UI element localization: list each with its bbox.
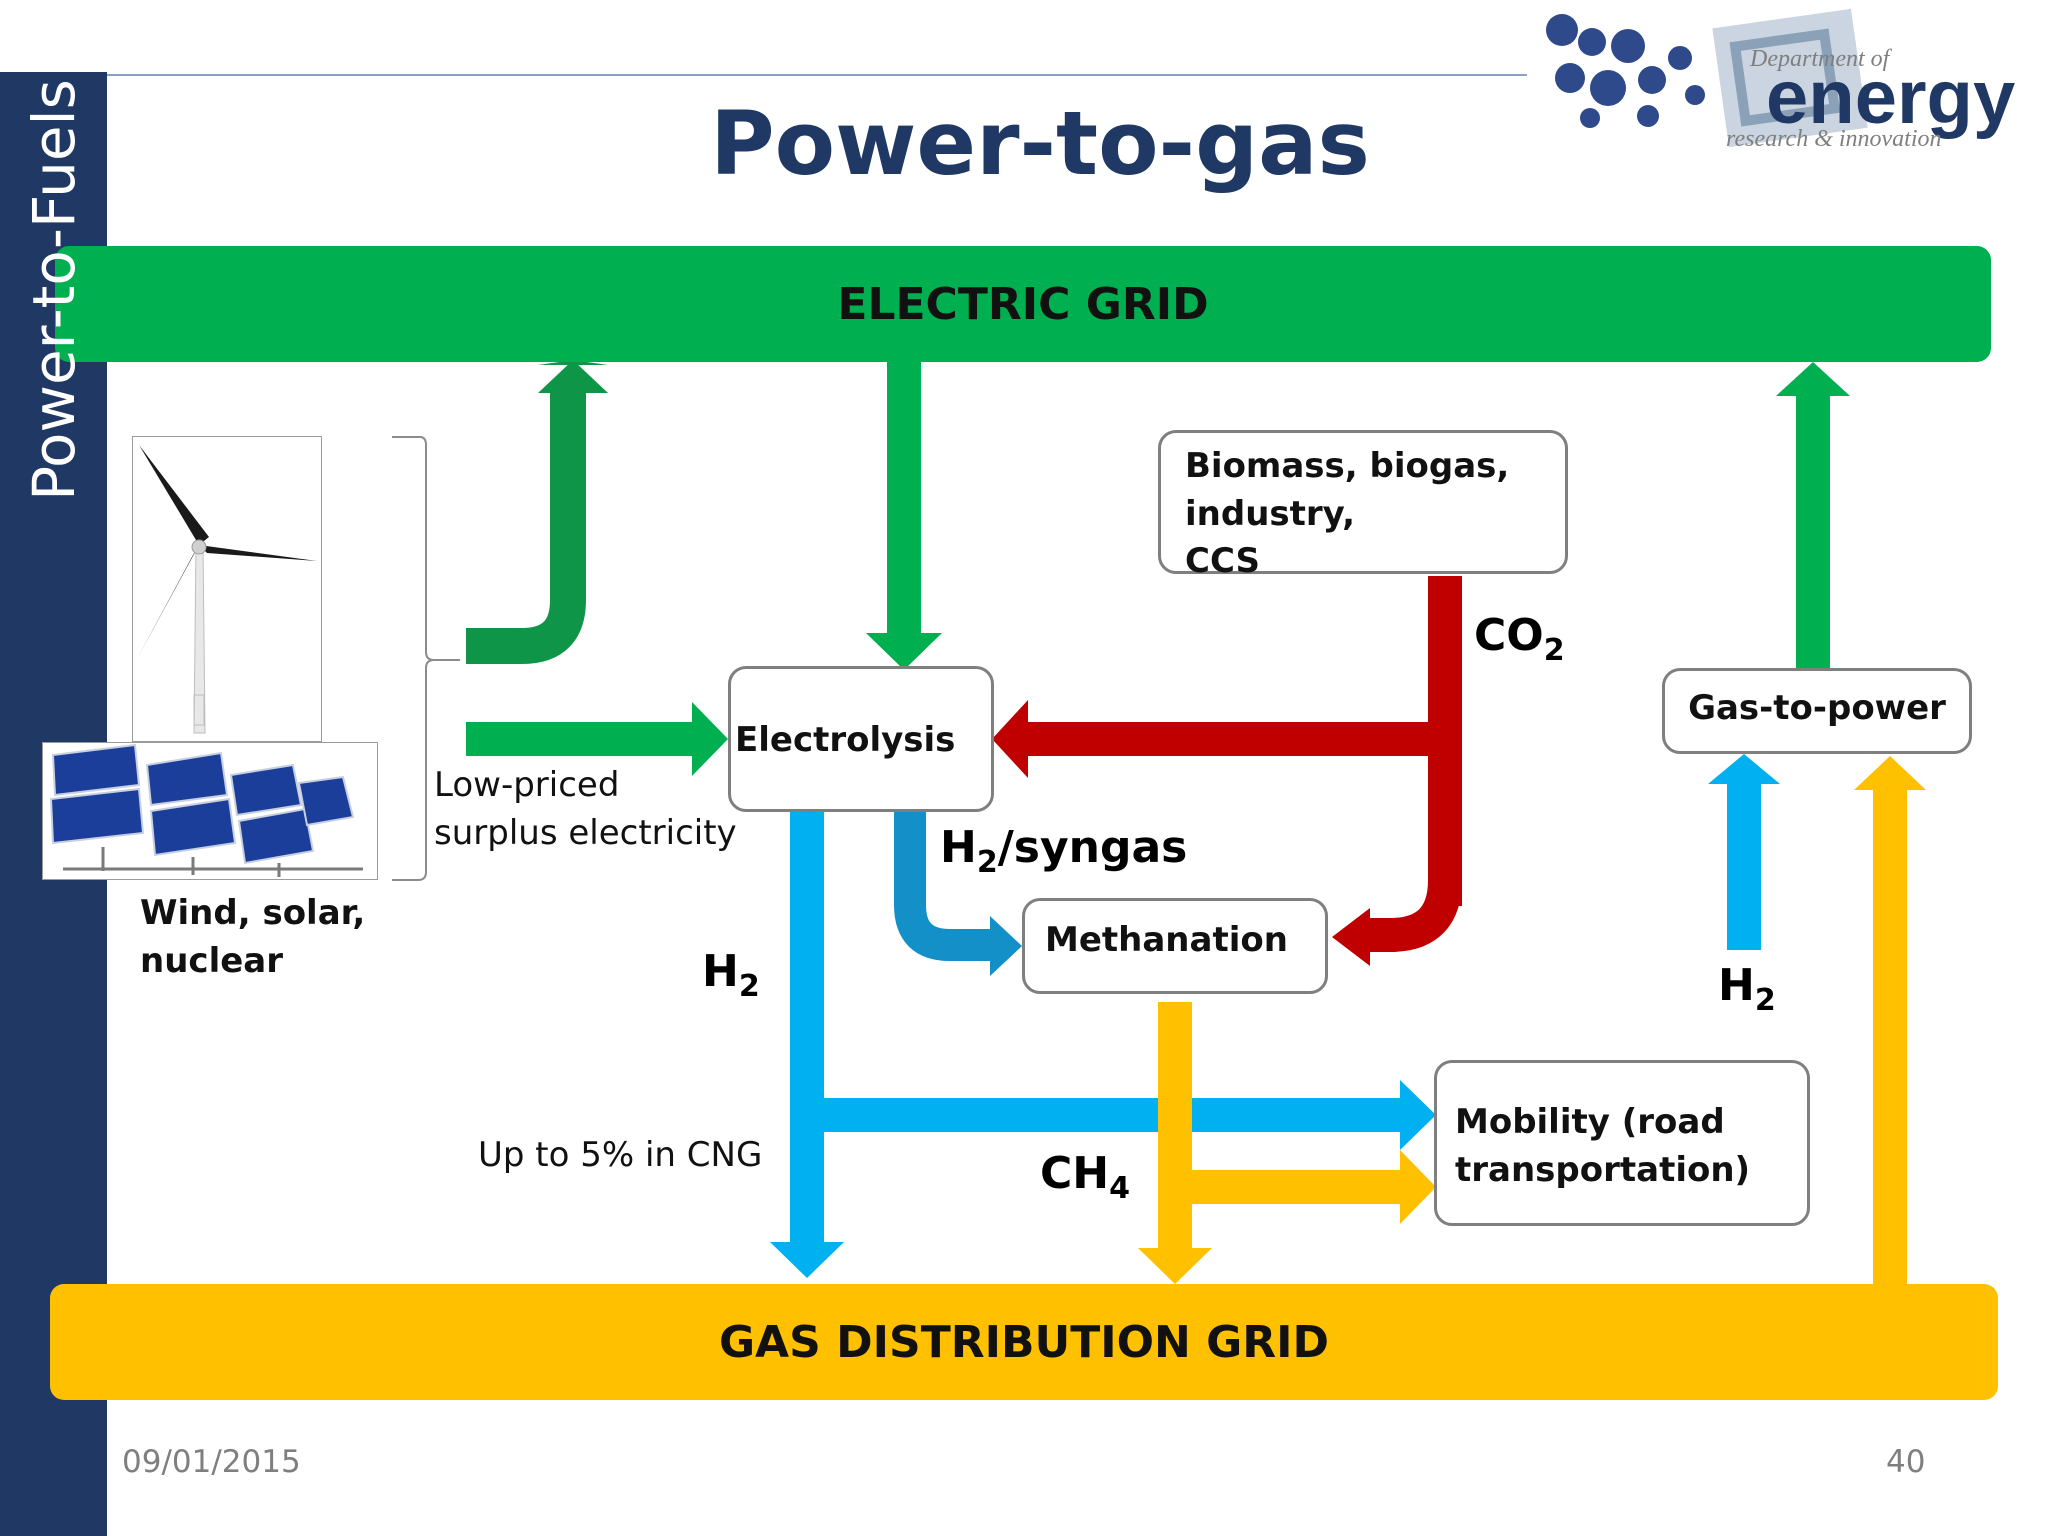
solar-panel-icon bbox=[49, 743, 363, 877]
syngas-curve bbox=[894, 812, 992, 961]
electrolysis-label: Electrolysis bbox=[735, 720, 956, 760]
h2-syngas-base: H bbox=[940, 822, 977, 873]
sources-label-line2: nuclear bbox=[140, 940, 283, 981]
cng-note: Up to 5% in CNG bbox=[478, 1135, 763, 1175]
h2-to-mobility-shaft bbox=[807, 1098, 1407, 1132]
gas-to-power-box: Gas-to-power bbox=[1662, 668, 1972, 754]
logo-line3: research & innovation bbox=[1726, 126, 1942, 152]
mobility-line2: transportation) bbox=[1455, 1149, 1751, 1190]
ch4-sub: 4 bbox=[1109, 1170, 1130, 1206]
logo-line1: Department of bbox=[1750, 46, 1890, 72]
surplus-to-electrolysis-arrowhead bbox=[692, 702, 728, 776]
h2-syngas-label: H2/syngas bbox=[940, 822, 1187, 880]
biomass-box: Biomass, biogas, industry, CCS bbox=[1158, 430, 1568, 581]
wind-turbine-image bbox=[132, 436, 322, 742]
h2-up-arrowhead bbox=[1708, 754, 1780, 784]
solar-panels-image bbox=[42, 742, 378, 880]
h2-up-shaft bbox=[1727, 780, 1761, 950]
page-number: 40 bbox=[1886, 1444, 1926, 1480]
grid-to-electrolysis-shaft bbox=[887, 362, 921, 637]
h2-right-sub: 2 bbox=[1754, 982, 1776, 1018]
sidebar-label-overlay: Power-to-Fuels bbox=[20, 79, 88, 501]
co2-to-electrolysis-shaft bbox=[1024, 722, 1462, 756]
biomass-line1: Biomass, biogas, industry, bbox=[1185, 446, 1510, 534]
h2-down-shaft bbox=[790, 810, 824, 1245]
co2-to-electrolysis-arrowhead bbox=[992, 700, 1028, 778]
h2-left-sub: 2 bbox=[738, 968, 760, 1004]
page-title: Power-to-gas bbox=[710, 92, 1370, 195]
syngas-arrowhead bbox=[990, 916, 1022, 976]
source-to-grid-arrow bbox=[466, 385, 586, 664]
h2-syngas-sub: 2 bbox=[976, 844, 998, 880]
co2-to-methanation-curve bbox=[1366, 879, 1462, 952]
h2-right-base: H bbox=[1718, 960, 1755, 1011]
wind-turbine-icon bbox=[137, 445, 317, 734]
co2-sub: 2 bbox=[1543, 632, 1565, 668]
gas-to-power-up-arrowhead bbox=[1776, 362, 1850, 396]
gas-to-power-feed-arrowhead bbox=[1854, 756, 1926, 790]
electric-grid-bar: ELECTRIC GRID bbox=[55, 246, 1991, 362]
h2-right-label: H2 bbox=[1718, 960, 1776, 1018]
gas-grid-label: GAS DISTRIBUTION GRID bbox=[718, 1316, 1330, 1368]
footer-date: 09/01/2015 bbox=[122, 1444, 301, 1480]
ch4-base: CH bbox=[1040, 1148, 1110, 1199]
ch4-label: CH4 bbox=[1040, 1148, 1130, 1206]
ch4-down-shaft bbox=[1158, 1002, 1192, 1252]
ch4-to-mobility-arrowhead bbox=[1400, 1150, 1436, 1224]
methanation-label: Methanation bbox=[1045, 920, 1288, 960]
ch4-to-mobility-shaft bbox=[1175, 1170, 1405, 1204]
sources-label: Wind, solar, nuclear bbox=[140, 890, 365, 985]
ch4-down-arrowhead bbox=[1138, 1248, 1212, 1284]
co2-label: CO2 bbox=[1474, 610, 1565, 668]
h2-left-label: H2 bbox=[702, 946, 760, 1004]
title-rule bbox=[107, 74, 1527, 76]
electric-grid-label: ELECTRIC GRID bbox=[837, 278, 1209, 330]
h2-left-base: H bbox=[702, 946, 739, 997]
doe-logo: Department of energy research & innovati… bbox=[1530, 0, 2040, 170]
gas-grid-bar: GAS DISTRIBUTION GRID bbox=[50, 1284, 1998, 1400]
surplus-label: Low-priced surplus electricity bbox=[434, 762, 737, 857]
surplus-label-line2: surplus electricity bbox=[434, 812, 737, 853]
electrolysis-box: Electrolysis bbox=[728, 666, 994, 812]
gas-to-power-feed-shaft bbox=[1873, 788, 1907, 1284]
h2-to-mobility-arrowhead bbox=[1400, 1080, 1436, 1150]
sources-label-line1: Wind, solar, bbox=[140, 893, 366, 933]
co2-base: CO bbox=[1474, 610, 1544, 661]
sources-bracket bbox=[392, 436, 460, 881]
co2-to-methanation-arrowhead bbox=[1332, 908, 1370, 966]
mobility-box: Mobility (road transportation) bbox=[1434, 1060, 1810, 1226]
gas-to-power-label: Gas-to-power bbox=[1688, 688, 1946, 728]
biomass-line2: CCS bbox=[1185, 541, 1261, 582]
h2-down-arrowhead bbox=[770, 1242, 844, 1278]
mobility-line1: Mobility (road bbox=[1455, 1102, 1725, 1142]
surplus-to-electrolysis-shaft bbox=[466, 722, 694, 756]
logo-dots-icon bbox=[1546, 8, 1868, 148]
grid-to-electrolysis-arrowhead bbox=[866, 633, 942, 670]
gas-to-power-up-shaft bbox=[1796, 392, 1830, 672]
logo-line2: energy bbox=[1766, 55, 2016, 140]
methanation-box: Methanation bbox=[1022, 898, 1328, 994]
h2-syngas-suffix: /syngas bbox=[997, 822, 1188, 873]
surplus-label-line1: Low-priced bbox=[434, 765, 620, 805]
